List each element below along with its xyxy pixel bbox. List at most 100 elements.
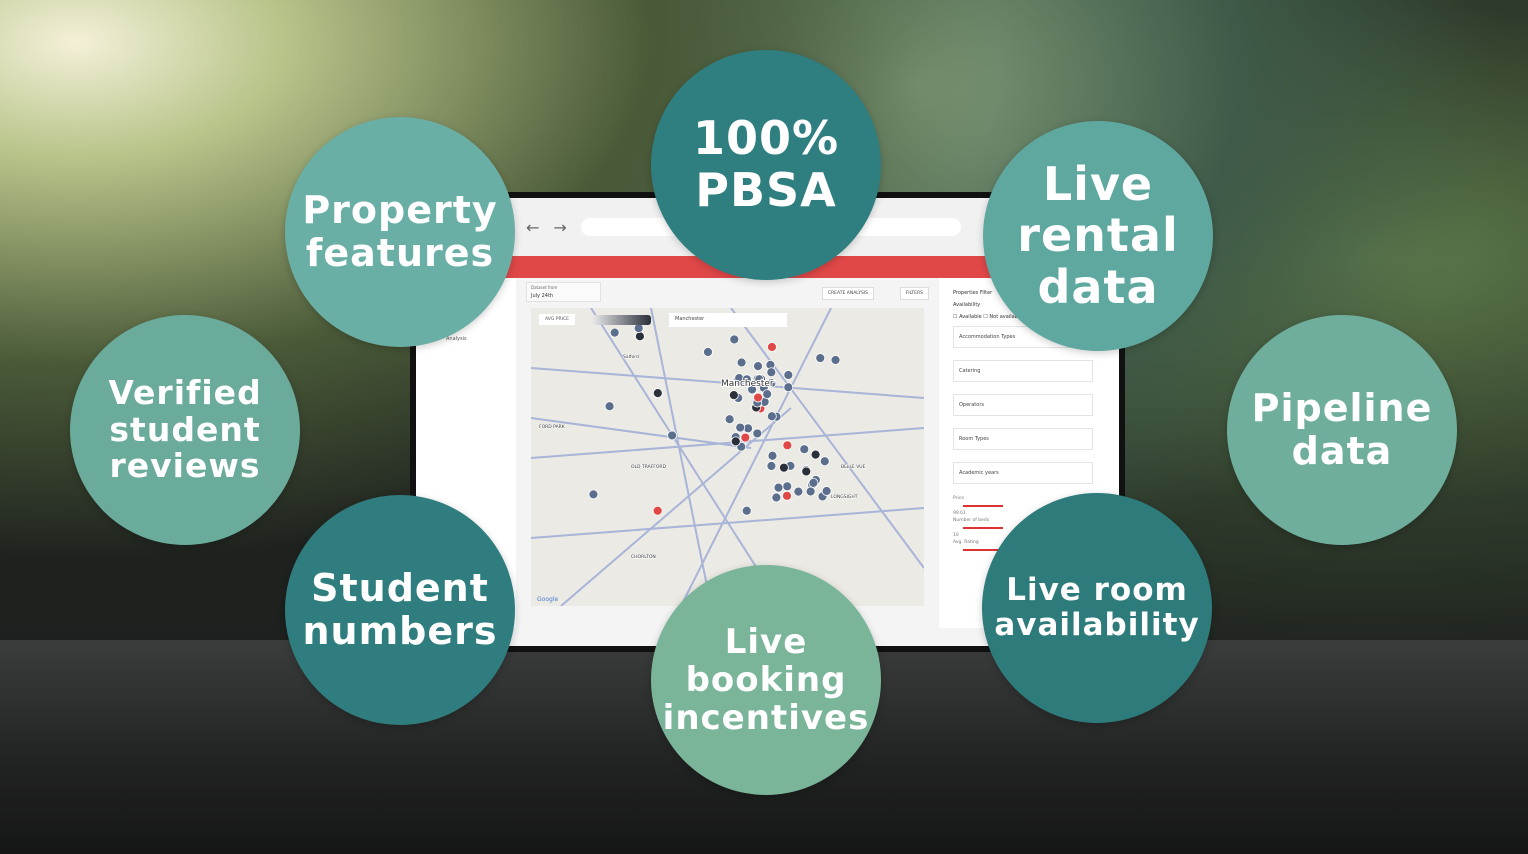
arrow-right-icon[interactable]: → xyxy=(553,217,567,237)
property-marker xyxy=(740,432,751,443)
beds-slider[interactable] xyxy=(963,527,1003,529)
property-marker xyxy=(609,327,620,338)
feature-circle-booking-incentives: Live booking incentives xyxy=(651,565,881,795)
feature-circle-live-rental: Live rental data xyxy=(983,121,1213,351)
map-road xyxy=(560,407,792,606)
property-marker xyxy=(808,477,819,488)
property-marker xyxy=(652,505,663,516)
feature-circle-room-availability: Live room availability xyxy=(982,493,1212,723)
rating-label: Avg. Rating xyxy=(953,540,979,545)
property-marker xyxy=(799,444,810,455)
google-logo: Google xyxy=(537,596,559,603)
available-label: Available xyxy=(959,314,982,320)
price-value: 99.61 xyxy=(953,511,966,516)
property-marker xyxy=(747,384,758,395)
property-marker xyxy=(793,486,804,497)
property-marker xyxy=(724,414,735,425)
property-marker xyxy=(741,374,752,385)
rating-slider[interactable] xyxy=(963,549,1003,551)
feature-circle-reviews: Verified student reviews xyxy=(70,315,300,545)
map-label: Salford xyxy=(623,354,639,360)
map-road xyxy=(650,308,712,606)
property-marker xyxy=(771,492,782,503)
map-label: LONGSIGHT xyxy=(831,494,858,500)
property-marker xyxy=(782,481,793,492)
property-marker xyxy=(588,489,599,500)
property-marker xyxy=(783,382,794,393)
dataset-label: Dataset from xyxy=(531,285,558,290)
arrow-left-icon[interactable]: ← xyxy=(526,217,540,237)
property-marker xyxy=(810,449,821,460)
dataset-value: July 24th xyxy=(531,293,554,299)
map-label: FORD PARK xyxy=(539,424,566,430)
property-marker xyxy=(782,490,792,501)
price-label: Price xyxy=(953,496,964,501)
feature-circle-pipeline: Pipeline data xyxy=(1227,315,1457,545)
property-marker xyxy=(782,440,793,451)
sidebar-item-analysis[interactable]: Analysis xyxy=(446,336,467,342)
property-marker xyxy=(766,367,777,378)
academic-years-select[interactable]: Academic years xyxy=(953,462,1093,484)
property-marker xyxy=(730,436,741,447)
feature-circle-student-numbers: Student numbers xyxy=(285,495,515,725)
property-marker xyxy=(736,357,747,368)
property-marker xyxy=(815,353,826,363)
map-road xyxy=(680,308,832,606)
available-checkbox[interactable]: ☐ Available ☐ Not available xyxy=(953,314,1023,320)
property-marker xyxy=(752,428,763,439)
property-marker xyxy=(741,505,752,516)
filters-title: Properties Filter xyxy=(953,290,993,296)
property-marker xyxy=(773,482,784,493)
map-road xyxy=(531,417,752,449)
map-road xyxy=(590,308,782,606)
property-marker xyxy=(767,450,778,461)
property-marker xyxy=(766,461,777,471)
map-road xyxy=(730,308,924,569)
property-marker xyxy=(819,456,830,467)
property-marker xyxy=(735,422,746,433)
metric-select[interactable]: AVG PRICE xyxy=(539,314,575,325)
operators-select[interactable]: Operators xyxy=(953,394,1093,416)
property-marker xyxy=(703,347,713,357)
not-available-label: Not available xyxy=(989,314,1023,320)
catering-select[interactable]: Catering xyxy=(953,360,1093,382)
property-marker xyxy=(754,374,765,385)
property-marker xyxy=(729,334,740,345)
filters-button[interactable]: FILTERS xyxy=(899,287,929,300)
property-marker xyxy=(821,486,832,496)
map-label: CHORLTON xyxy=(631,554,656,560)
room-types-select[interactable]: Room Types xyxy=(953,428,1093,450)
beds-label: Number of beds xyxy=(953,518,990,523)
map-label: Manchester xyxy=(721,379,774,389)
map-road xyxy=(531,427,924,459)
map-label: BELLE VUE xyxy=(841,464,866,470)
property-marker xyxy=(753,392,763,403)
legend-gradient xyxy=(591,315,651,325)
property-marker xyxy=(801,466,812,477)
property-marker xyxy=(767,342,777,352)
property-marker xyxy=(830,355,841,365)
property-marker xyxy=(762,389,773,400)
property-marker xyxy=(652,388,663,399)
availability-label: Availability xyxy=(953,302,981,308)
price-slider[interactable] xyxy=(963,505,1003,507)
property-marker xyxy=(779,462,789,473)
property-marker xyxy=(783,370,794,380)
property-marker xyxy=(805,486,816,497)
create-analysis-button[interactable]: CREATE ANALYSIS xyxy=(821,287,874,300)
beds-value: 10 xyxy=(953,533,959,538)
map-road xyxy=(531,367,924,399)
property-marker xyxy=(633,323,644,334)
map-label: OLD TRAFFORD xyxy=(631,464,667,470)
city-select[interactable]: Manchester xyxy=(669,313,787,327)
property-marker xyxy=(667,430,677,441)
feature-circle-pbsa: 100% PBSA xyxy=(651,50,881,280)
property-marker xyxy=(753,361,763,372)
property-marker xyxy=(635,331,645,342)
property-marker xyxy=(728,390,739,401)
feature-circle-property-features: Property features xyxy=(285,117,515,347)
